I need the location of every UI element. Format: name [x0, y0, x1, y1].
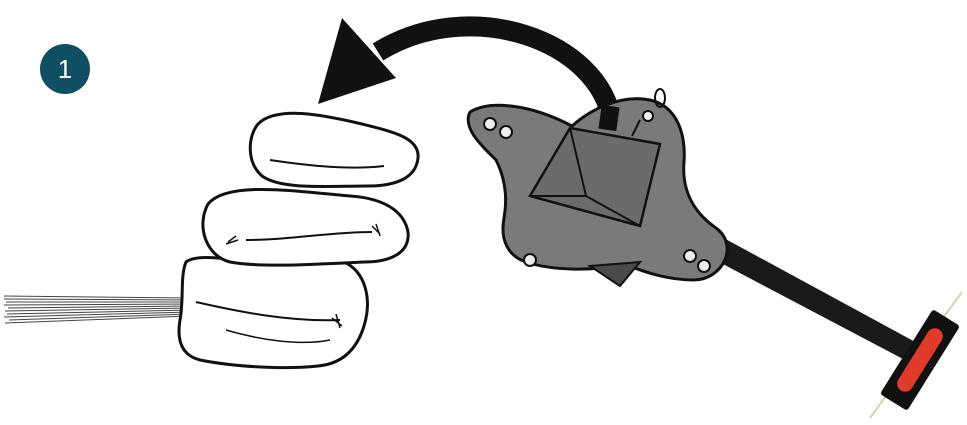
- container-pouch: [466, 97, 729, 288]
- folded-canopy: [177, 111, 420, 370]
- grommet-icon: [483, 110, 711, 273]
- suspension-lines: [3, 295, 191, 324]
- curved-arrow-icon: [318, 16, 622, 124]
- pilot-chute-handle-icon: [881, 310, 959, 410]
- closing-pin-icon: [631, 88, 666, 137]
- step-number-badge: 1: [40, 44, 90, 94]
- step-number: 1: [57, 53, 73, 84]
